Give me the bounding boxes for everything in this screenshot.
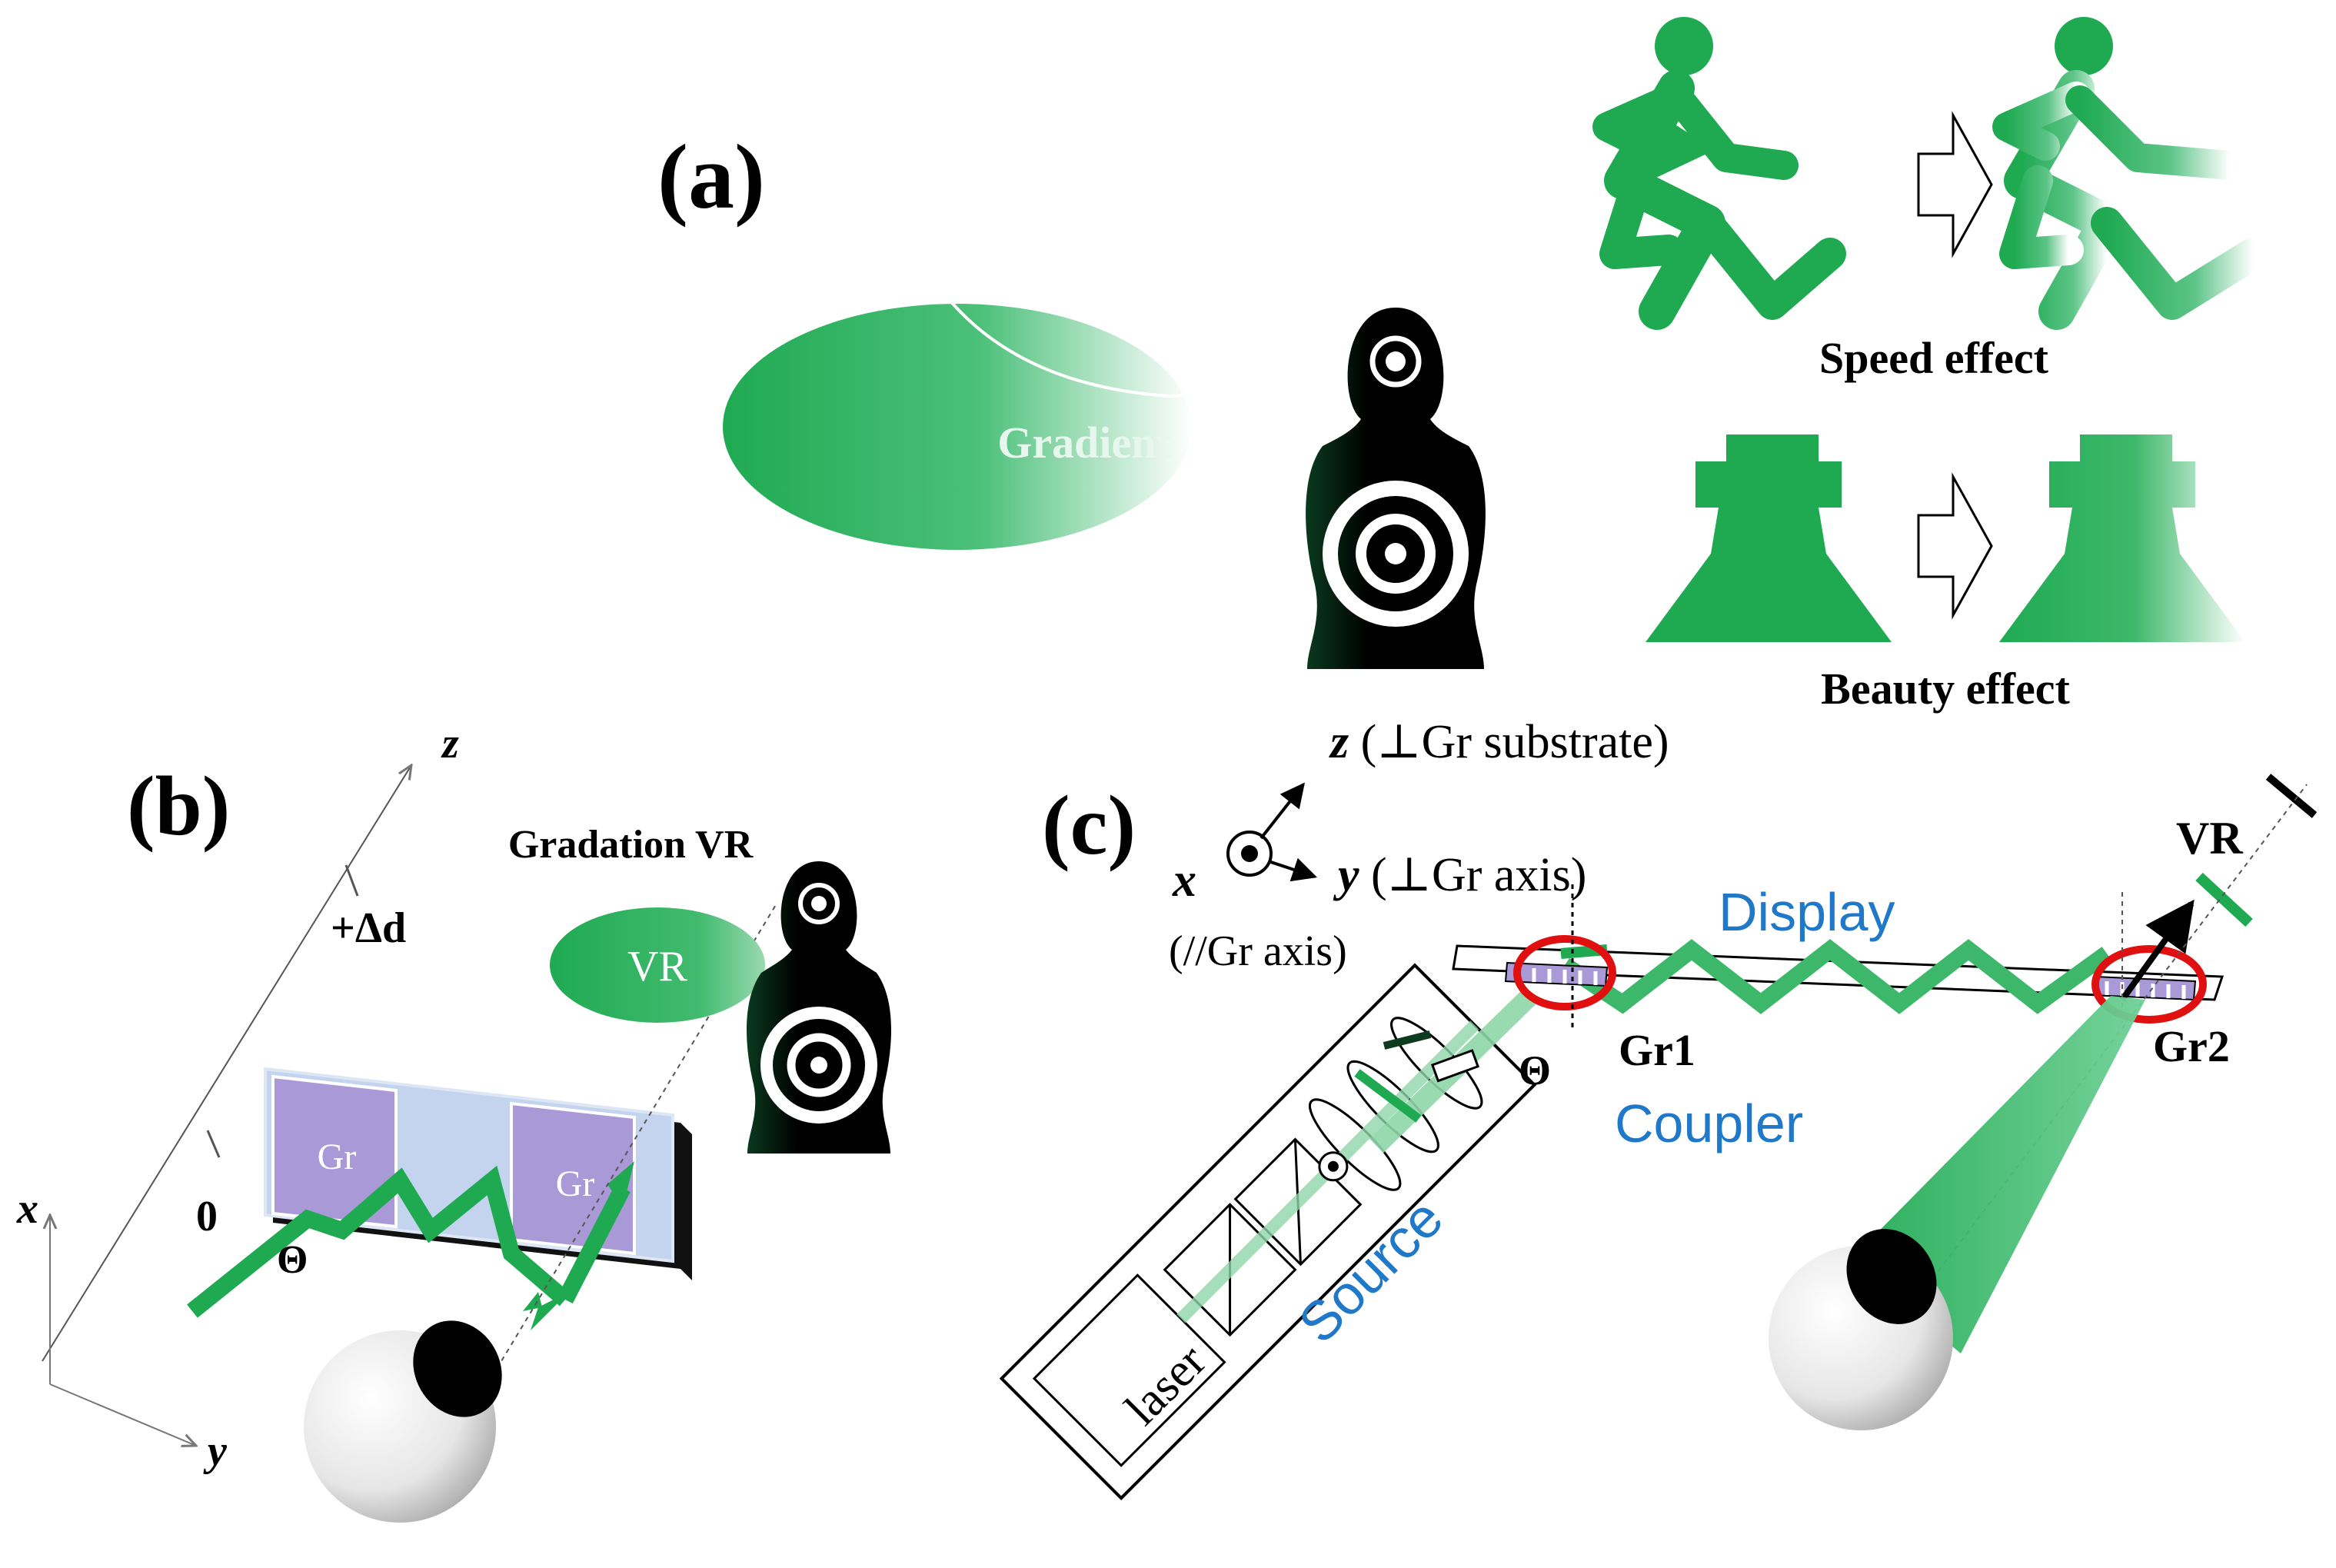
z-axis-label-c: z (⊥Gr substrate) [1329,716,1669,768]
x-axis-label-c: x [1172,854,1196,907]
display-label: Display [1719,882,1895,942]
gradation-vr-label: Gradation VR [508,823,754,867]
display-zigzag [1559,939,2112,1014]
grating-2-label: Gr [556,1164,595,1204]
panel-a: (a) Gradient [657,17,2269,714]
beam-arrowhead-eye [531,1292,569,1330]
laser-box [1032,1273,1226,1467]
gr1-label: Gr1 [1619,1025,1695,1075]
grating-1-label: Gr [318,1137,357,1177]
panel-c: (c) z (⊥Gr substrate) y (⊥Gr axis) x (//… [999,716,2318,1500]
light-beam-up [557,1183,631,1304]
display-waveguide [1452,944,2225,1001]
panel-b: (b) z +Δd 0 x y Gr Gr Θ VR [16,720,892,1523]
z-axis-label: z [441,720,459,767]
waveguide-block [264,1067,692,1280]
transition-arrow-icon-2 [1917,472,1993,620]
coupler-label: Coupler [1615,1094,1803,1154]
beam-arrowhead-up [607,1161,634,1207]
y-axis-label-c: y (⊥Gr axis) [1333,849,1586,901]
speed-effect-label: Speed effect [1819,333,2049,383]
y-axis-label: y [203,1427,228,1475]
theta-label-b: Θ [277,1238,308,1282]
bell-icon-solid [1646,434,1892,642]
beauty-effect-label: Beauty effect [1821,664,2070,714]
panel-c-label: (c) [1042,778,1136,872]
y-arrow-c [1268,857,1318,882]
vr-label-b: VR [627,943,687,990]
gr1-highlight-circle [1513,935,1616,1010]
theta-label-c: Θ [1519,1047,1551,1094]
panel-b-label: (b) [127,759,230,853]
runner-icon-gradient [1992,17,2269,330]
gradient-label: Gradient [997,418,1171,468]
z-axis-line [42,765,411,1362]
vr-ellipse-b [550,907,765,1023]
panel-a-label: (a) [657,125,765,228]
gr2-label: Gr2 [2153,1021,2230,1071]
gradient-curve [925,268,1339,398]
eye-icon-c [1769,1229,1953,1430]
mirror-mark [1383,1030,1432,1050]
eye-icon-b [304,1320,502,1523]
x-axis-label: x [16,1185,38,1233]
target-silhouette-b [746,861,892,1154]
delta-tick [344,864,359,897]
small-element [1430,1049,1479,1083]
far-image-mark [2265,774,2318,818]
vr-label-c: VR [2176,813,2243,864]
zero-tick [206,1130,221,1158]
grating-gr2 [2092,975,2197,1001]
y-axis-line [49,1383,196,1446]
output-beam-arrow [2119,899,2195,1002]
source-housing [999,963,1537,1500]
gradient-ellipse [723,304,1192,550]
x-axis-desc-c: (//Gr axis) [1169,927,1347,975]
polarizer-mark [1354,1069,1422,1123]
delta-label: +Δd [331,904,406,952]
target-silhouette-a [1306,308,1486,669]
light-beam-zigzag [187,1165,571,1318]
transition-arrow-icon-1 [1917,111,1993,258]
z-arrow-c [1260,782,1305,840]
beam-arrowhead-down [523,1292,542,1311]
vr-image-mark [2195,872,2253,927]
bell-icon-gradient [1999,434,2245,642]
runner-icon-solid [1592,17,1846,330]
zero-label: 0 [196,1193,218,1240]
